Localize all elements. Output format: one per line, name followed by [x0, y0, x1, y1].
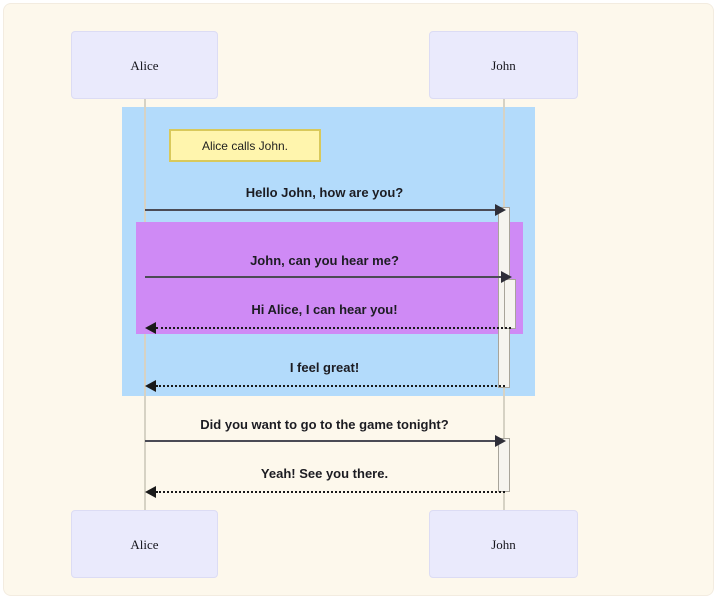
message-line-2: [145, 276, 503, 278]
actor-box-john-top[interactable]: John: [429, 31, 578, 99]
sequence-diagram: Alice calls John. Hello John, how are yo…: [4, 4, 713, 595]
actor-label-alice-bottom: Alice: [130, 536, 159, 552]
arrow-head-right-5: [495, 435, 506, 447]
actor-box-john-bottom[interactable]: John: [429, 510, 578, 578]
actor-label-john-bottom: John: [491, 536, 516, 552]
arrow-head-left-3: [145, 322, 156, 334]
region-inner-highlight: [136, 222, 523, 334]
activation-bar-john-inner: [504, 279, 516, 329]
message-label-1: Hello John, how are you?: [245, 185, 404, 200]
arrow-head-left-4: [145, 380, 156, 392]
actor-label-john-top: John: [491, 57, 516, 73]
message-line-6: [156, 491, 505, 493]
message-line-3: [156, 327, 511, 329]
actor-box-alice-top[interactable]: Alice: [71, 31, 218, 99]
message-line-4: [156, 385, 505, 387]
message-line-1: [145, 209, 497, 211]
actor-label-alice-top: Alice: [130, 57, 159, 73]
message-label-2: John, can you hear me?: [250, 253, 399, 268]
note-alice-calls-john: Alice calls John.: [169, 129, 321, 162]
message-label-5: Did you want to go to the game tonight?: [200, 417, 449, 432]
message-line-5: [145, 440, 497, 442]
arrow-head-left-6: [145, 486, 156, 498]
message-label-4: I feel great!: [289, 360, 360, 375]
actor-box-alice-bottom[interactable]: Alice: [71, 510, 218, 578]
note-text: Alice calls John.: [201, 138, 289, 153]
arrow-head-right-1: [495, 204, 506, 216]
message-label-6: Yeah! See you there.: [260, 466, 389, 481]
diagram-canvas: Alice calls John. Hello John, how are yo…: [4, 4, 713, 595]
arrow-head-right-2: [501, 271, 512, 283]
message-label-3: Hi Alice, I can hear you!: [251, 302, 398, 317]
